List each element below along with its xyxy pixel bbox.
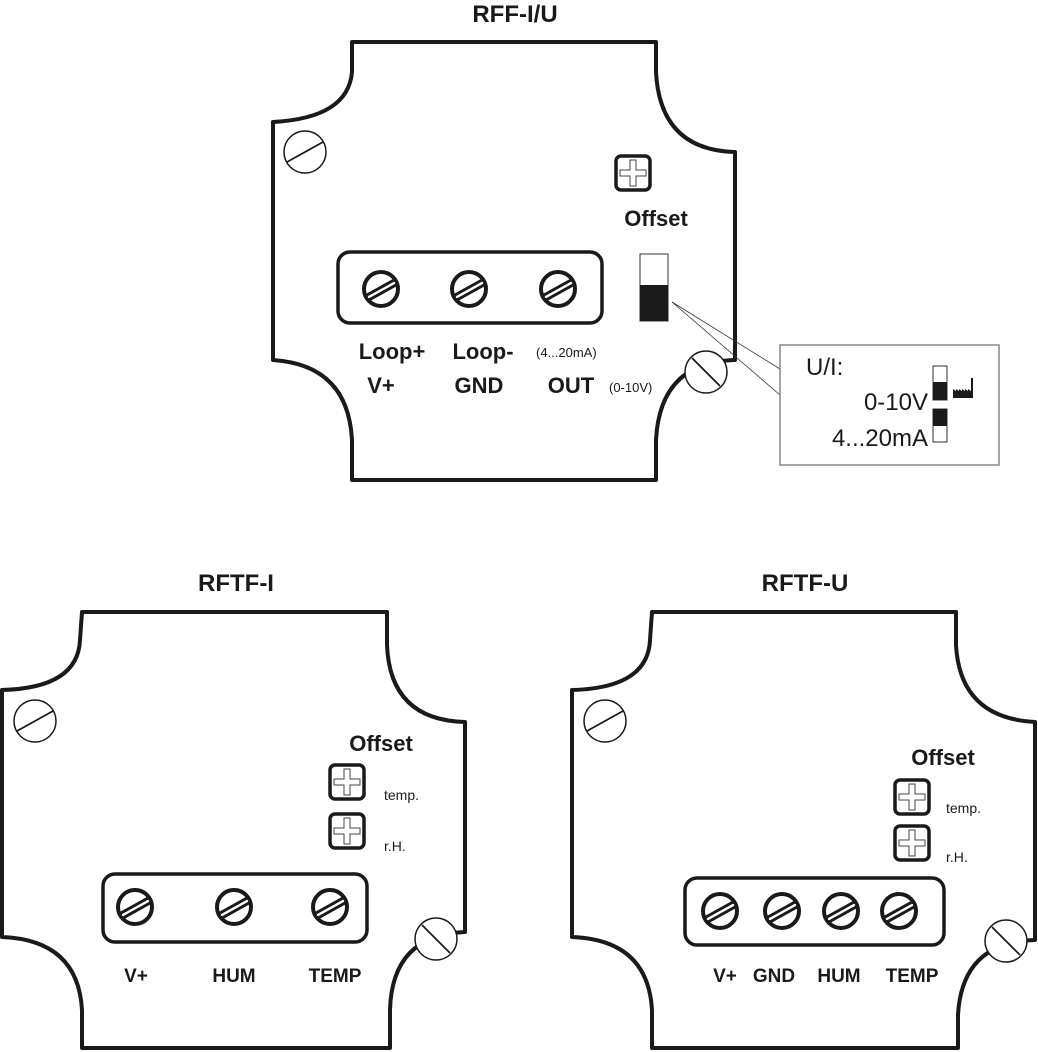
pot-label: r.H. [946, 849, 968, 865]
terminal-screw-icon[interactable] [701, 892, 739, 930]
mount-screw-icon [13, 699, 57, 743]
terminal-screw-icon[interactable] [450, 270, 488, 308]
offset-label: Offset [911, 745, 975, 770]
terminal-label: HUM [817, 966, 860, 987]
mount-screw-icon [984, 919, 1028, 963]
offset-label: Offset [349, 731, 413, 756]
device-rff-iu: RFF-I/U Offset Loop+ Loop- (4...20mA) V+… [271, 1, 1000, 482]
terminal-label: GND [753, 966, 795, 987]
device-rftf-i: RFTF-I Offset temp. r.H. V+ HUM TEMP [0, 570, 467, 1050]
switch-position-4-20ma-icon [932, 408, 948, 443]
switch-callout: U/I: 0-10V 4...20mA [671, 301, 1000, 466]
dip-switch[interactable] [639, 253, 669, 322]
terminal-screw-icon[interactable] [311, 888, 349, 926]
pot-label: temp. [946, 800, 981, 816]
terminal-screw-icon[interactable] [116, 888, 154, 926]
terminal-label: TEMP [309, 966, 362, 987]
terminal-screw-icon[interactable] [763, 892, 801, 930]
callout-heading: U/I: [806, 354, 843, 381]
switch-position-0-10v-icon [932, 365, 948, 401]
terminal-block [101, 872, 369, 944]
callout-option-label: 4...20mA [832, 425, 928, 452]
terminal-label: TEMP [886, 966, 939, 987]
terminal-label: Loop- [452, 339, 513, 364]
device-title: RFF-I/U [472, 1, 557, 28]
mount-screw-icon [684, 350, 728, 394]
current-mode-note: (4...20mA) [536, 345, 597, 360]
rh-offset-potentiometer[interactable] [328, 812, 366, 850]
terminal-screw-icon[interactable] [880, 892, 918, 930]
terminal-label: V+ [124, 966, 148, 987]
enclosure-outline [271, 40, 737, 482]
enclosure-outline [0, 610, 467, 1050]
temp-offset-potentiometer[interactable] [893, 778, 931, 816]
factory-icon [953, 378, 973, 398]
callout-option-label: 0-10V [864, 389, 928, 416]
offset-label: Offset [624, 206, 688, 231]
temp-offset-potentiometer[interactable] [328, 763, 366, 801]
mount-screw-icon [583, 699, 627, 743]
switch-lever [640, 285, 668, 321]
voltage-mode-note: (0-10V) [609, 380, 652, 395]
mount-screw-icon [414, 917, 458, 961]
terminal-label: V+ [367, 373, 395, 398]
device-title: RFTF-U [762, 570, 849, 597]
rh-offset-potentiometer[interactable] [893, 824, 931, 862]
terminal-label: V+ [713, 966, 737, 987]
terminal-label: OUT [548, 373, 595, 398]
terminal-screw-icon[interactable] [539, 270, 577, 308]
terminal-screw-icon[interactable] [822, 892, 860, 930]
device-rftf-u: RFTF-U Offset temp. r.H. V+ GND HUM TEMP [570, 570, 1037, 1050]
terminal-screw-icon[interactable] [215, 888, 253, 926]
offset-potentiometer[interactable] [614, 154, 652, 192]
terminal-screw-icon[interactable] [362, 270, 400, 308]
terminal-block [683, 876, 946, 947]
mount-screw-icon [283, 130, 327, 174]
pot-label: r.H. [384, 838, 406, 854]
device-title: RFTF-I [198, 570, 274, 597]
pot-label: temp. [384, 787, 419, 803]
enclosure-outline [570, 610, 1037, 1050]
terminal-label: GND [455, 373, 504, 398]
terminal-block [336, 250, 604, 325]
terminal-label: Loop+ [359, 339, 426, 364]
terminal-label: HUM [212, 966, 255, 987]
